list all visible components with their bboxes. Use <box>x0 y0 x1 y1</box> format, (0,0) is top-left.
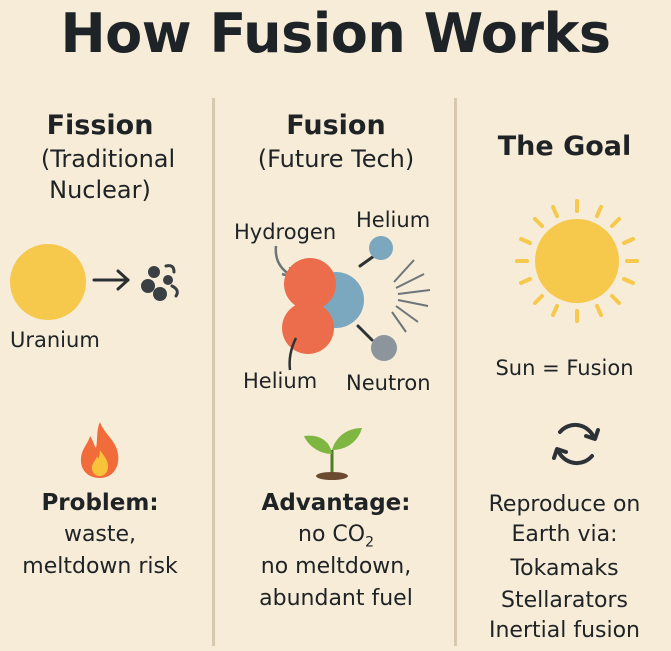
column-divider-right <box>454 98 457 646</box>
fission-subtitle-line1: (Traditional <box>40 145 176 173</box>
helium-bottom-label: Helium <box>243 369 318 393</box>
arrow-right-icon <box>92 269 130 291</box>
sprout-icon <box>304 428 362 480</box>
helium-top-label: Helium <box>356 208 431 232</box>
fusion-heading: Fusion <box>286 110 386 141</box>
sun-icon <box>515 199 639 323</box>
sun-fusion-label: Sun = Fusion <box>495 356 634 380</box>
problem-heading: Problem: <box>41 490 159 516</box>
neutron-label: Neutron <box>346 371 431 395</box>
fusion-nucleus-icon <box>274 236 431 371</box>
goal-heading: The Goal <box>497 131 632 162</box>
reproduce-line1: Reproduce on <box>488 492 641 517</box>
page-title: How Fusion Works <box>60 2 611 65</box>
advantage-line1: no CO2 <box>298 522 374 551</box>
fusion-subtitle: (Future Tech) <box>257 145 415 173</box>
fission-heading: Fission <box>46 110 154 141</box>
method-stellarators: Stellarators <box>501 588 628 613</box>
method-inertial-fusion: Inertial fusion <box>488 618 640 643</box>
uranium-atom-icon <box>10 244 86 320</box>
fire-icon <box>80 422 119 478</box>
fragments-icon <box>141 264 179 301</box>
advantage-line3: abundant fuel <box>259 586 413 611</box>
advantage-line2: no meltdown, <box>260 554 412 579</box>
uranium-label: Uranium <box>10 328 100 352</box>
advantage-heading: Advantage: <box>261 490 411 516</box>
hydrogen-label: Hydrogen <box>234 220 337 244</box>
fission-subtitle-line2: Nuclear) <box>49 176 151 204</box>
reproduce-line2: Earth via: <box>511 522 618 547</box>
problem-line1: waste, <box>63 522 137 547</box>
method-tokamaks: Tokamaks <box>510 556 619 581</box>
column-divider-left <box>212 98 215 646</box>
cycle-icon <box>552 422 600 466</box>
problem-line2: meltdown risk <box>22 554 178 579</box>
